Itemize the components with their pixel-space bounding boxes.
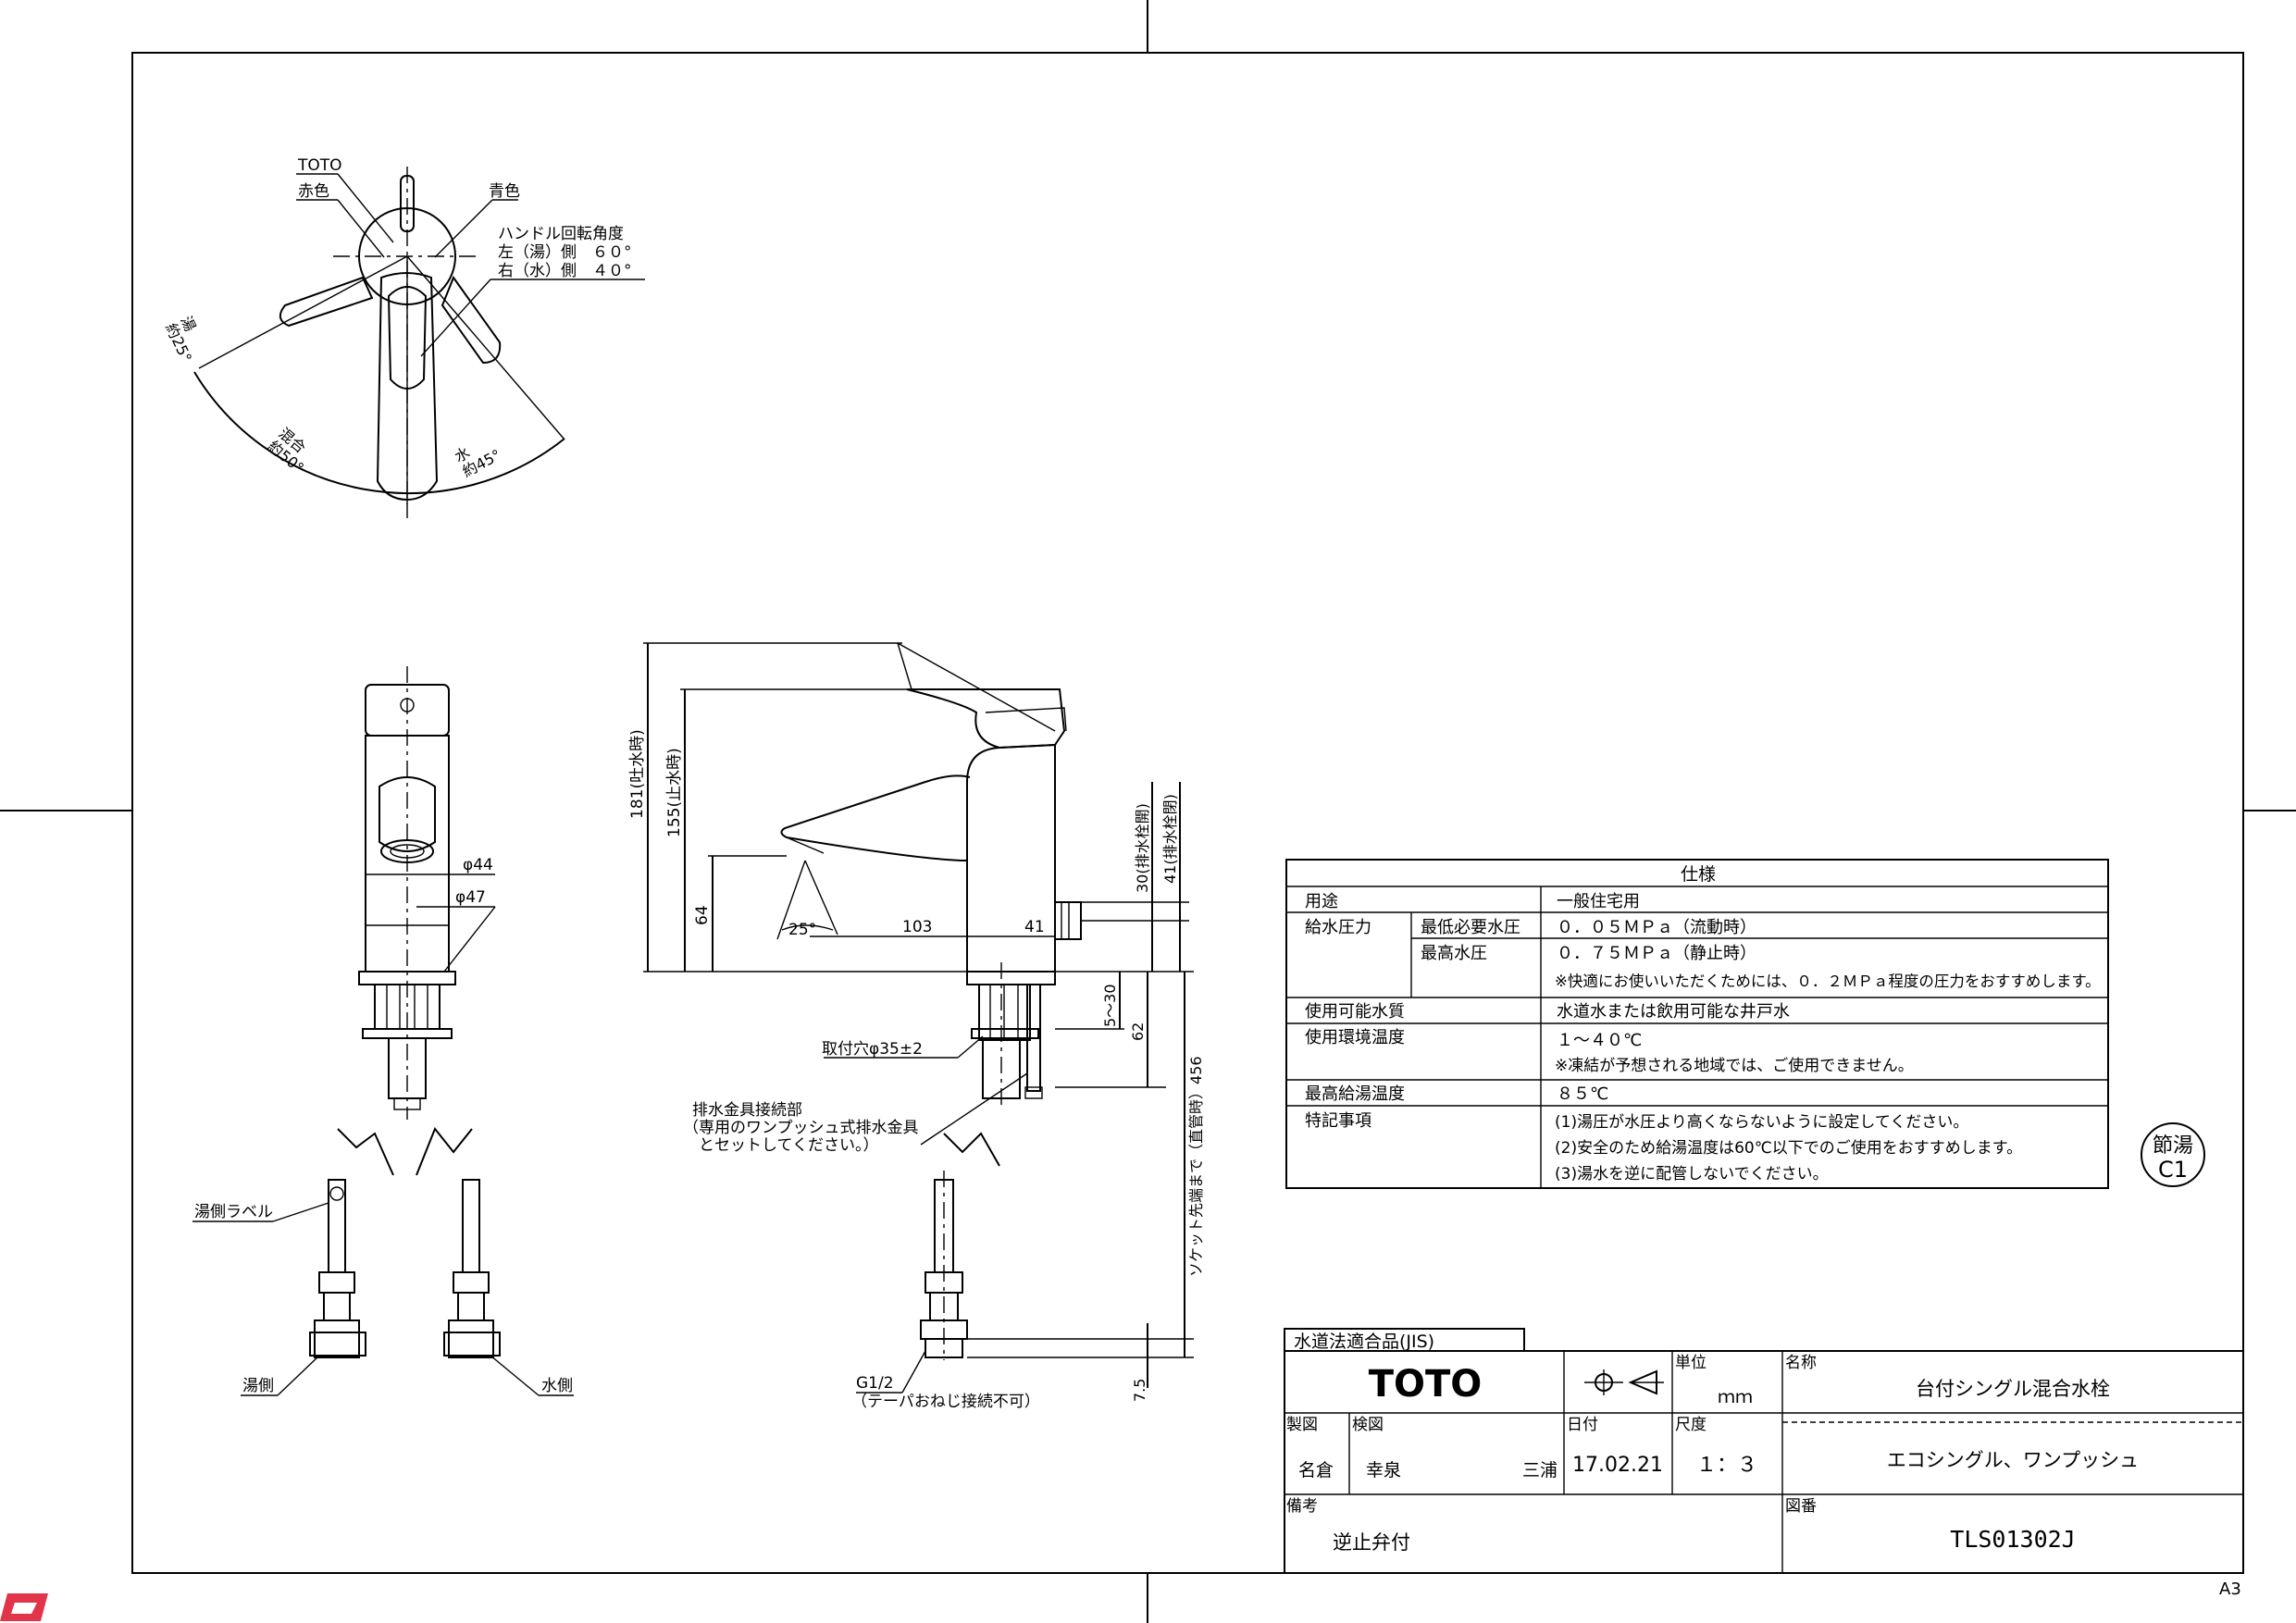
side-dim-7-5: 7.5 [1131, 1379, 1148, 1402]
top-label-red: 赤色 [298, 182, 329, 201]
side-label-thread: G1/2 [856, 1374, 894, 1393]
spec-env-value: １～４０℃ [1557, 1031, 1642, 1050]
sheet-size: A3 [2219, 1580, 2241, 1599]
front-label-cold-side: 水側 [541, 1377, 573, 1395]
spec-hot-label: 最高給湯温度 [1305, 1084, 1405, 1104]
title-unit-label: 単位 [1675, 1354, 1706, 1372]
stamp [2141, 1122, 2205, 1187]
spec-title: 仕様 [1681, 864, 1716, 885]
title-approve-value: 三浦 [1522, 1460, 1558, 1481]
side-label-drain-title: 排水金具接続部 [692, 1101, 802, 1120]
front-label-hot-side: 湯側 [242, 1377, 274, 1395]
side-dim-155: 155(止水時) [665, 748, 684, 837]
spec-min-value: ０．０５ＭＰａ（流動時） [1557, 918, 1756, 937]
spec-max-note: ※快適にお使いいただくためには、０．２ＭＰａ程度の圧力をおすすめします。 [1555, 973, 2101, 990]
title-drawing-no-value: TLS01302J [1950, 1526, 2075, 1553]
side-dim-41: 41 [1024, 918, 1045, 936]
side-dim-456: ソケット先端まで（直管時）456 [1187, 1056, 1205, 1277]
side-dim-64: 64 [693, 905, 712, 925]
title-date-value: 17.02.21 [1572, 1454, 1663, 1477]
side-dim-181: 181(吐水時) [628, 729, 647, 819]
spec-use-value: 一般住宅用 [1557, 892, 1640, 911]
spec-notes-label: 特記事項 [1305, 1111, 1371, 1131]
title-logo: TOTO [1369, 1363, 1483, 1406]
spec-use-label: 用途 [1305, 892, 1338, 911]
side-dim-5-30: 5～30 [1101, 984, 1119, 1027]
spec-env-label: 使用環境温度 [1305, 1028, 1405, 1047]
front-label-hot-label: 湯側ラベル [194, 1203, 273, 1221]
title-remark-label: 備考 [1286, 1497, 1318, 1516]
side-label-thread-note: （テーパおねじ接続不可） [851, 1393, 1040, 1411]
front-dim-d47: φ47 [455, 888, 486, 907]
spec-note3: (3)湯水を逆に配管しないでください。 [1555, 1165, 1829, 1183]
side-dim-25deg: 25° [788, 921, 816, 939]
top-label-right-cold: 右（水）側 ４０° [498, 262, 632, 280]
side-dim-30: 30(排水栓開) [1134, 803, 1151, 893]
title-jis: 水道法適合品(JIS) [1294, 1332, 1434, 1352]
top-label-hot-arc: 湯 [177, 314, 199, 335]
spec-hot-value: ８５℃ [1557, 1084, 1608, 1104]
side-dim-103: 103 [902, 918, 932, 936]
title-made-label: 製図 [1286, 1416, 1318, 1434]
title-scale-label: 尺度 [1675, 1416, 1706, 1434]
top-label-brand: TOTO [297, 156, 342, 175]
stamp-line1: 節湯 [2153, 1134, 2193, 1158]
title-sub-value: エコシングル、ワンプッシュ [1887, 1449, 2139, 1471]
title-unit-value: ｍｍ [1718, 1387, 1753, 1407]
side-dim-41b: 41(排水栓閉) [1161, 794, 1179, 884]
spec-min-label: 最低必要水圧 [1421, 918, 1520, 937]
spec-note2: (2)安全のため給湯温度は60℃以下でのご使用をおすすめします。 [1555, 1138, 2022, 1158]
corner-mark-icon [0, 1593, 48, 1621]
top-view [193, 167, 645, 518]
spec-water-value: 水道水または飲用可能な井戸水 [1557, 1002, 1790, 1022]
spec-pressure-label: 給水圧力 [1305, 918, 1371, 937]
spec-max-label: 最高水圧 [1421, 944, 1487, 963]
side-label-drain-line2: （専用のワンプッシュ式排水金具 [683, 1119, 919, 1137]
stamp-line2: C1 [2158, 1157, 2188, 1183]
side-label-drain-line3: とセットしてください。） [683, 1136, 878, 1155]
title-check-label: 検図 [1352, 1416, 1384, 1434]
title-name-label: 名称 [1785, 1354, 1817, 1372]
title-name-value: 台付シングル混合水栓 [1916, 1378, 2110, 1400]
spec-water-label: 使用可能水質 [1305, 1002, 1405, 1022]
spec-env-note: ※凍結が予想される地域では、ご使用できません。 [1555, 1056, 1914, 1075]
title-check-value: 幸泉 [1366, 1460, 1401, 1481]
top-label-left-hot: 左（湯）側 ６０° [498, 243, 632, 262]
title-remark-value: 逆止弁付 [1333, 1531, 1410, 1554]
title-scale-value: １：３ [1696, 1454, 1757, 1477]
title-date-label: 日付 [1567, 1416, 1598, 1434]
spec-note1: (1)湯圧が水圧より高くならないように設定してください。 [1555, 1113, 1968, 1132]
top-label-blue: 青色 [489, 182, 520, 201]
top-label-angle-title: ハンドル回転角度 [498, 225, 624, 243]
side-view [643, 642, 1194, 1394]
title-block [1284, 1328, 2244, 1574]
spec-table [1285, 859, 2109, 1189]
side-label-mount-hole: 取付穴φ35±2 [822, 1040, 923, 1059]
spec-max-value: ０．７５ＭＰａ（静止時） [1557, 944, 1756, 963]
front-view [192, 666, 574, 1396]
front-dim-d44: φ44 [463, 856, 493, 874]
side-dim-62: 62 [1129, 1022, 1147, 1041]
title-drawing-no-label: 図番 [1785, 1497, 1817, 1516]
title-made-value: 名倉 [1298, 1460, 1334, 1481]
top-label-cold-arc: 水 [452, 443, 473, 465]
